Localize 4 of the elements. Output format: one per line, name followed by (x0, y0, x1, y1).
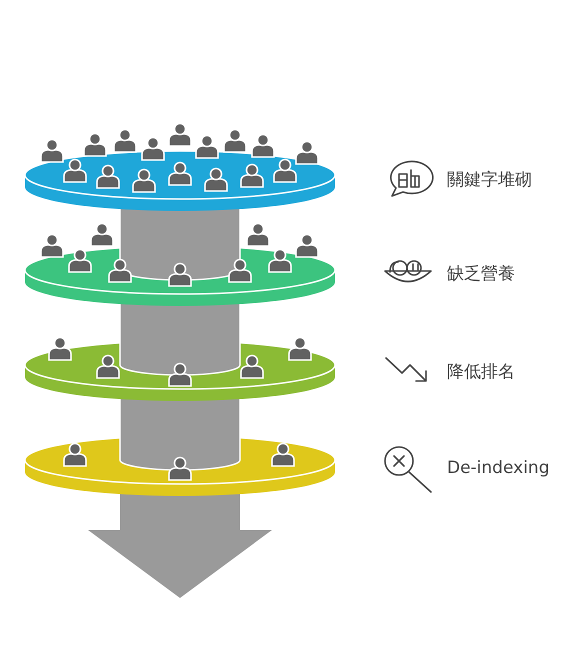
item-label: 關鍵字堆砌 (447, 170, 532, 190)
item-label: 缺乏營養 (447, 264, 515, 284)
item-label: De-indexing (447, 458, 550, 478)
item-label: 降低排名 (447, 362, 515, 382)
